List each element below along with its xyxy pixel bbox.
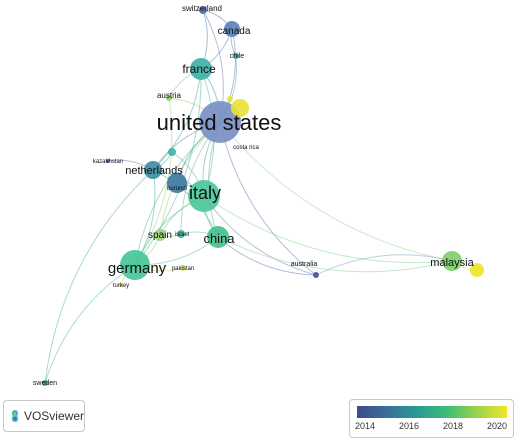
node-china[interactable] <box>207 226 229 248</box>
node-canada[interactable] <box>224 21 240 37</box>
node-malaysia-partner[interactable] <box>470 263 484 277</box>
node-burundi[interactable] <box>167 173 187 193</box>
node-switzerland[interactable] <box>199 6 207 14</box>
node-italy[interactable] <box>188 180 220 212</box>
legend-tick: 2014 <box>354 421 376 431</box>
link-china-australia <box>217 236 317 276</box>
label-chile[interactable]: chile <box>230 53 245 60</box>
link-germany-austria <box>134 97 173 266</box>
label-united-states[interactable]: united states <box>157 110 282 135</box>
node-france[interactable] <box>190 58 212 80</box>
label-china[interactable]: china <box>203 231 235 246</box>
nodes-layer <box>42 6 484 386</box>
label-austria[interactable]: austria <box>157 91 182 100</box>
label-italy[interactable]: italy <box>189 183 221 203</box>
node-malaysia[interactable] <box>442 251 462 271</box>
legend-tick: 2018 <box>442 421 464 431</box>
label-pakistan[interactable]: pakistan <box>172 266 194 272</box>
legend-tick: 2020 <box>486 421 508 431</box>
legend-gradient-bar <box>357 406 507 418</box>
label-germany[interactable]: germany <box>108 260 167 277</box>
legend-tick: 2016 <box>398 421 420 431</box>
node-netherlands[interactable] <box>144 161 162 179</box>
label-netherlands[interactable]: netherlands <box>125 165 183 177</box>
node-australia[interactable] <box>313 272 319 278</box>
year-legend: 2014 2016 2018 2020 <box>349 399 514 438</box>
link-netherlands-france <box>152 68 202 171</box>
links-layer <box>44 9 478 384</box>
node-us-small-2[interactable] <box>227 96 233 102</box>
label-israel[interactable]: israel <box>175 232 189 238</box>
logo-text: VOSviewer <box>23 409 84 423</box>
vosviewer-logo: VOSviewer <box>3 400 85 432</box>
link-italy-malaysia <box>203 195 453 264</box>
vosviewer-logo-icon <box>11 410 19 422</box>
node-pakistan[interactable] <box>180 265 186 271</box>
node-israel[interactable] <box>177 230 185 238</box>
node-costa-rica[interactable] <box>231 99 249 117</box>
link-germany-france <box>134 68 202 266</box>
label-burundi[interactable]: burundi <box>167 186 187 192</box>
link-germany-sweden <box>44 264 136 384</box>
node-sweden[interactable] <box>42 380 48 386</box>
label-australia[interactable]: australia <box>291 261 318 268</box>
label-costa-rica[interactable]: costa rica <box>233 145 259 151</box>
label-canada[interactable]: canada <box>218 26 251 37</box>
node-kazakhstan[interactable] <box>106 159 110 163</box>
label-france[interactable]: france <box>182 62 216 76</box>
node-chile[interactable] <box>233 53 239 59</box>
label-malaysia[interactable]: malaysia <box>430 257 474 269</box>
label-spain[interactable]: spain <box>148 230 172 241</box>
node-germany[interactable] <box>120 250 150 280</box>
label-sweden[interactable]: sweden <box>33 380 57 387</box>
link-united-states-australia <box>219 121 317 276</box>
node-united-states[interactable] <box>199 101 241 143</box>
node-us-small-1[interactable] <box>168 148 176 156</box>
node-spain[interactable] <box>154 229 166 241</box>
labels-layer: united states italy germany china malaysia ne… <box>33 4 475 387</box>
link-malaysia-australia <box>315 254 453 276</box>
node-austria[interactable] <box>166 95 172 101</box>
link-china-malaysia <box>217 236 453 273</box>
node-turkey[interactable] <box>119 283 123 287</box>
link-united-states-malaysia <box>219 121 453 262</box>
link-netherlands-sweden <box>44 169 154 384</box>
label-kazakhstan[interactable]: kazakhstan <box>93 159 123 165</box>
label-turkey[interactable]: turkey <box>113 283 129 289</box>
label-switzerland[interactable]: switzerland <box>182 4 222 13</box>
